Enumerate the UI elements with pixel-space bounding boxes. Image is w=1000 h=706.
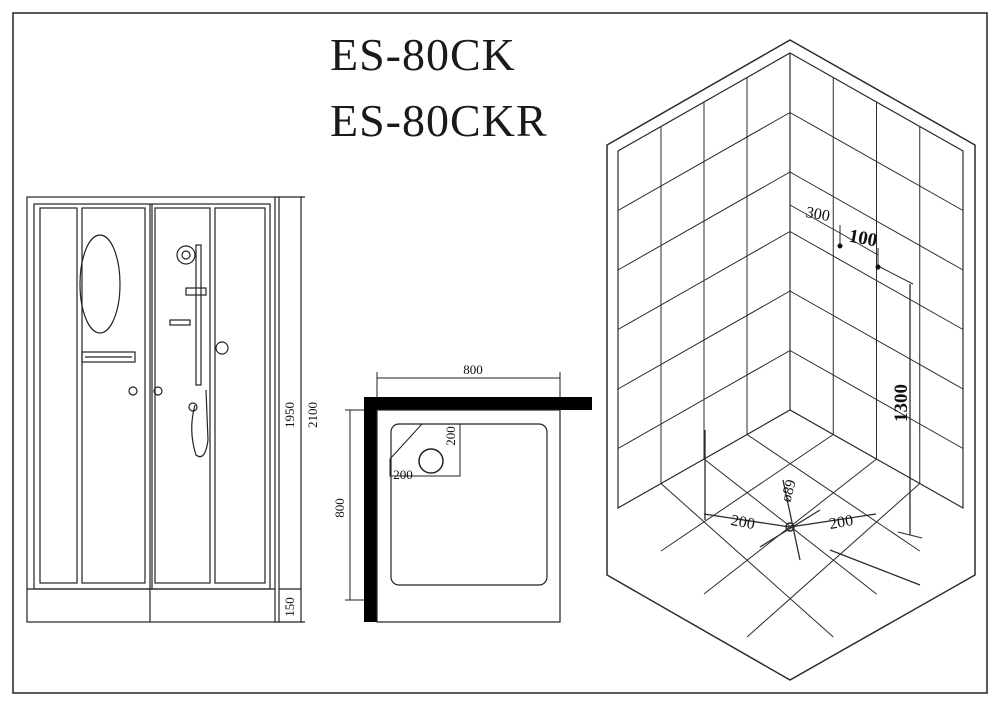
- wall-left-black: [364, 397, 377, 622]
- tray-basin: [390, 423, 548, 586]
- tile-line-right-h: [789, 350, 964, 449]
- dim-tick-1300-bottom: [897, 531, 923, 539]
- dim-300-label: 300: [804, 204, 831, 225]
- dim-line-300: [789, 204, 841, 234]
- front-view: [26, 196, 305, 623]
- door-handle-right: [153, 386, 163, 396]
- rail-holder: [185, 287, 207, 296]
- wall-top-black: [364, 397, 592, 410]
- tile-grid: [617, 77, 964, 638]
- mixer-point-left: [837, 243, 843, 249]
- fixed-panel-left: [39, 207, 78, 584]
- tile-line-right-h: [789, 231, 964, 330]
- tile-line-left-h: [617, 112, 791, 211]
- floor-tile-line: [746, 483, 921, 638]
- sliding-door-right: [154, 207, 211, 584]
- hand-shower-holder: [188, 402, 198, 412]
- dim-1300-label: 1300: [891, 384, 912, 422]
- dim-line-100: [839, 232, 879, 256]
- dim-200-y-label: 200: [443, 426, 458, 446]
- floor-tile-line: [660, 483, 834, 638]
- dim-800-depth-label: 800: [332, 498, 347, 518]
- tile-line-left-h: [617, 171, 791, 271]
- tile-line-right-h: [789, 290, 964, 390]
- drain-icon: [418, 448, 444, 474]
- tile-line-left-h: [617, 290, 791, 390]
- shower-head-nozzle: [181, 250, 191, 260]
- dim-2100-label: 2100: [305, 402, 320, 428]
- drain-axis-a: [759, 509, 821, 548]
- dim-800-width-label: 800: [463, 362, 483, 377]
- glass-shelf: [81, 351, 136, 363]
- dim-150-label: 150: [282, 597, 297, 617]
- tray-plan: [345, 372, 592, 623]
- tile-line-left-h: [617, 350, 791, 449]
- dim-line-200-left: [703, 513, 791, 528]
- iso-outline: [606, 39, 976, 681]
- tile-line-right-h: [789, 112, 964, 211]
- dim-100-label: 100: [847, 226, 879, 252]
- sheet-border: [12, 12, 988, 694]
- dim-1950-label: 1950: [282, 402, 297, 428]
- dim-line-200-right: [789, 513, 877, 528]
- fixed-panel-right: [214, 207, 266, 584]
- model-title-1: ES-80CK: [330, 29, 516, 80]
- mixer-knob: [215, 341, 229, 355]
- drain-axis-b: [782, 479, 801, 561]
- floor-dim-guide: [829, 549, 921, 586]
- mixer-point-right: [875, 264, 881, 270]
- dim-diameter-label: ø89: [778, 478, 799, 504]
- dim-200-right-label: 200: [828, 512, 855, 533]
- tile-line-right-h: [789, 171, 964, 271]
- tile-line-left-h: [617, 231, 791, 330]
- dim-200-x-label: 200: [393, 467, 413, 482]
- drain-corner-area: [389, 423, 461, 477]
- mirror: [79, 234, 121, 334]
- floor-drain-icon: [785, 522, 795, 532]
- slide-rail: [195, 244, 202, 386]
- dim-200-left-label: 200: [729, 512, 756, 533]
- dim-tick-1300-top: [879, 266, 914, 285]
- wall-iso-view: [606, 39, 976, 681]
- shower-hose: [191, 389, 209, 458]
- mixer-tap: [169, 319, 191, 326]
- cabin-outline: [26, 196, 276, 623]
- model-title-2: ES-80CKR: [330, 95, 548, 146]
- sliding-door-left: [81, 207, 146, 584]
- shower-head-icon: [176, 245, 196, 265]
- tray-outline: [376, 409, 561, 623]
- door-handle-left: [128, 386, 138, 396]
